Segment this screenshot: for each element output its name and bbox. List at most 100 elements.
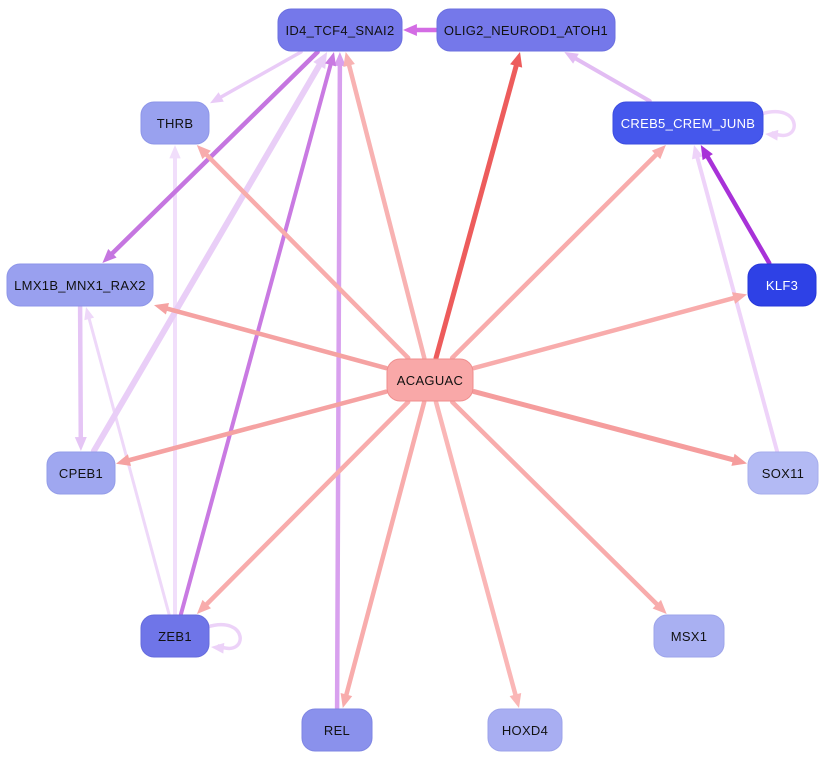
arrowhead (510, 52, 523, 68)
edge-line (179, 59, 334, 616)
node-shape-KLF3[interactable] (747, 263, 817, 307)
node-THRB[interactable]: THRB (140, 101, 210, 145)
arrowhead (732, 292, 747, 304)
edge-ACAGUAC-ID4_TCF4_SNAI2[interactable] (343, 52, 427, 361)
edge-ACAGUAC-THRB[interactable] (196, 145, 411, 361)
node-ACAGUAC[interactable]: ACAGUAC (386, 358, 474, 402)
arrowhead (313, 52, 328, 69)
edge-line (433, 399, 519, 701)
edge-CREB5_CREM_JUNB-CREB5_CREM_JUNB[interactable] (759, 110, 796, 141)
edge-line (471, 294, 740, 371)
arrowhead (652, 599, 667, 614)
node-shape-SOX11[interactable] (747, 451, 819, 495)
node-ZEB1[interactable]: ZEB1 (140, 614, 210, 658)
node-shape-CPEB1[interactable] (46, 451, 116, 495)
edge-line (216, 50, 303, 101)
arrowhead (765, 129, 779, 141)
edge-LMX1B_MNX1_RAX2-CPEB1[interactable] (74, 304, 87, 451)
edge-ZEB1-ID4_TCF4_SNAI2[interactable] (179, 52, 336, 616)
arrowhead (564, 52, 579, 64)
edge-line (77, 304, 84, 443)
edge-line (346, 59, 427, 361)
arrowhead (211, 642, 225, 654)
edge-line (107, 49, 320, 258)
edge-ACAGUAC-OLIG2_NEUROD1_ATOH1[interactable] (433, 52, 523, 361)
arrowhead (403, 24, 417, 36)
edge-ACAGUAC-KLF3[interactable] (471, 292, 747, 371)
node-LMX1B_MNX1_RAX2[interactable]: LMX1B_MNX1_RAX2 (6, 263, 154, 307)
edge-line (471, 389, 739, 464)
edge-ID4_TCF4_SNAI2-LMX1B_MNX1_RAX2[interactable] (102, 49, 320, 263)
edge-line (90, 59, 325, 454)
arrowhead (340, 693, 353, 708)
node-SOX11[interactable]: SOX11 (747, 451, 819, 495)
arrowhead (196, 145, 211, 160)
node-HOXD4[interactable]: HOXD4 (487, 708, 563, 752)
edge-line (201, 150, 411, 361)
node-shape-ACAGUAC[interactable] (386, 358, 474, 402)
node-CPEB1[interactable]: CPEB1 (46, 451, 116, 495)
node-CREB5_CREM_JUNB[interactable]: CREB5_CREM_JUNB (612, 101, 764, 145)
edge-ACAGUAC-MSX1[interactable] (450, 399, 667, 614)
edge-ACAGUAC-LMX1B_MNX1_RAX2[interactable] (154, 303, 389, 371)
edge-OLIG2_NEUROD1_ATOH1-ID4_TCF4_SNAI2[interactable] (403, 24, 439, 36)
edge-line (123, 389, 389, 464)
edge-line (703, 151, 772, 266)
edge-line (449, 150, 661, 361)
edge-ACAGUAC-CREB5_CREM_JUNB[interactable] (449, 145, 666, 361)
node-OLIG2_NEUROD1_ATOH1[interactable]: OLIG2_NEUROD1_ATOH1 (436, 8, 616, 52)
arrowhead (731, 453, 747, 466)
node-shape-LMX1B_MNX1_RAX2[interactable] (6, 263, 154, 307)
edge-ZEB1-THRB[interactable] (169, 145, 181, 616)
arrowhead (700, 145, 713, 161)
edge-ACAGUAC-ZEB1[interactable] (196, 399, 411, 614)
node-MSX1[interactable]: MSX1 (653, 614, 725, 658)
arrowhead (169, 145, 181, 159)
edge-line (161, 305, 389, 371)
edge-ID4_TCF4_SNAI2-THRB[interactable] (210, 50, 303, 104)
node-layer: ID4_TCF4_SNAI2 OLIG2_NEUROD1_ATOH1CREB5_C… (6, 8, 819, 752)
arrowhead (196, 599, 211, 614)
edge-CPEB1-ID4_TCF4_SNAI2[interactable] (90, 52, 328, 454)
edge-line (334, 60, 343, 711)
edge-layer (74, 24, 796, 711)
node-KLF3[interactable]: KLF3 (747, 263, 817, 307)
node-shape-CREB5_CREM_JUNB[interactable] (612, 101, 764, 145)
node-shape-ZEB1[interactable] (140, 614, 210, 658)
edge-REL-ID4_TCF4_SNAI2[interactable] (333, 52, 346, 711)
node-shape-ID4_TCF4_SNAI2[interactable] (277, 8, 403, 52)
arrowhead (84, 307, 95, 321)
node-shape-THRB[interactable] (140, 101, 210, 145)
edge-line (202, 399, 411, 609)
arrowhead (116, 454, 131, 466)
self-loop-line (759, 110, 796, 137)
arrowhead (210, 92, 224, 104)
edge-SOX11-CREB5_CREM_JUNB[interactable] (692, 145, 779, 453)
arrowhead (154, 303, 169, 315)
node-REL[interactable]: REL (301, 708, 373, 752)
node-shape-MSX1[interactable] (653, 614, 725, 658)
edge-ACAGUAC-REL[interactable] (340, 399, 427, 708)
node-shape-OLIG2_NEUROD1_ATOH1[interactable] (436, 8, 616, 52)
node-shape-REL[interactable] (301, 708, 373, 752)
node-shape-HOXD4[interactable] (487, 708, 563, 752)
self-loop-line (205, 623, 242, 650)
edge-line (450, 399, 662, 609)
arrowhead (102, 249, 117, 263)
arrowhead (343, 52, 355, 67)
edge-ZEB1-ZEB1[interactable] (205, 623, 242, 654)
edge-KLF3-CREB5_CREM_JUNB[interactable] (700, 145, 772, 266)
arrowhead (333, 52, 346, 66)
edge-ACAGUAC-SOX11[interactable] (471, 389, 747, 466)
node-ID4_TCF4_SNAI2[interactable]: ID4_TCF4_SNAI2 (277, 8, 403, 52)
edge-line (694, 152, 779, 453)
arrowhead (509, 693, 522, 708)
arrowhead (325, 52, 336, 67)
edge-ACAGUAC-CPEB1[interactable] (116, 389, 389, 466)
arrowhead (692, 145, 703, 160)
edge-ACAGUAC-HOXD4[interactable] (433, 399, 522, 708)
arrowhead (74, 437, 87, 451)
edge-CREB5_CREM_JUNB-OLIG2_NEUROD1_ATOH1[interactable] (564, 52, 652, 103)
